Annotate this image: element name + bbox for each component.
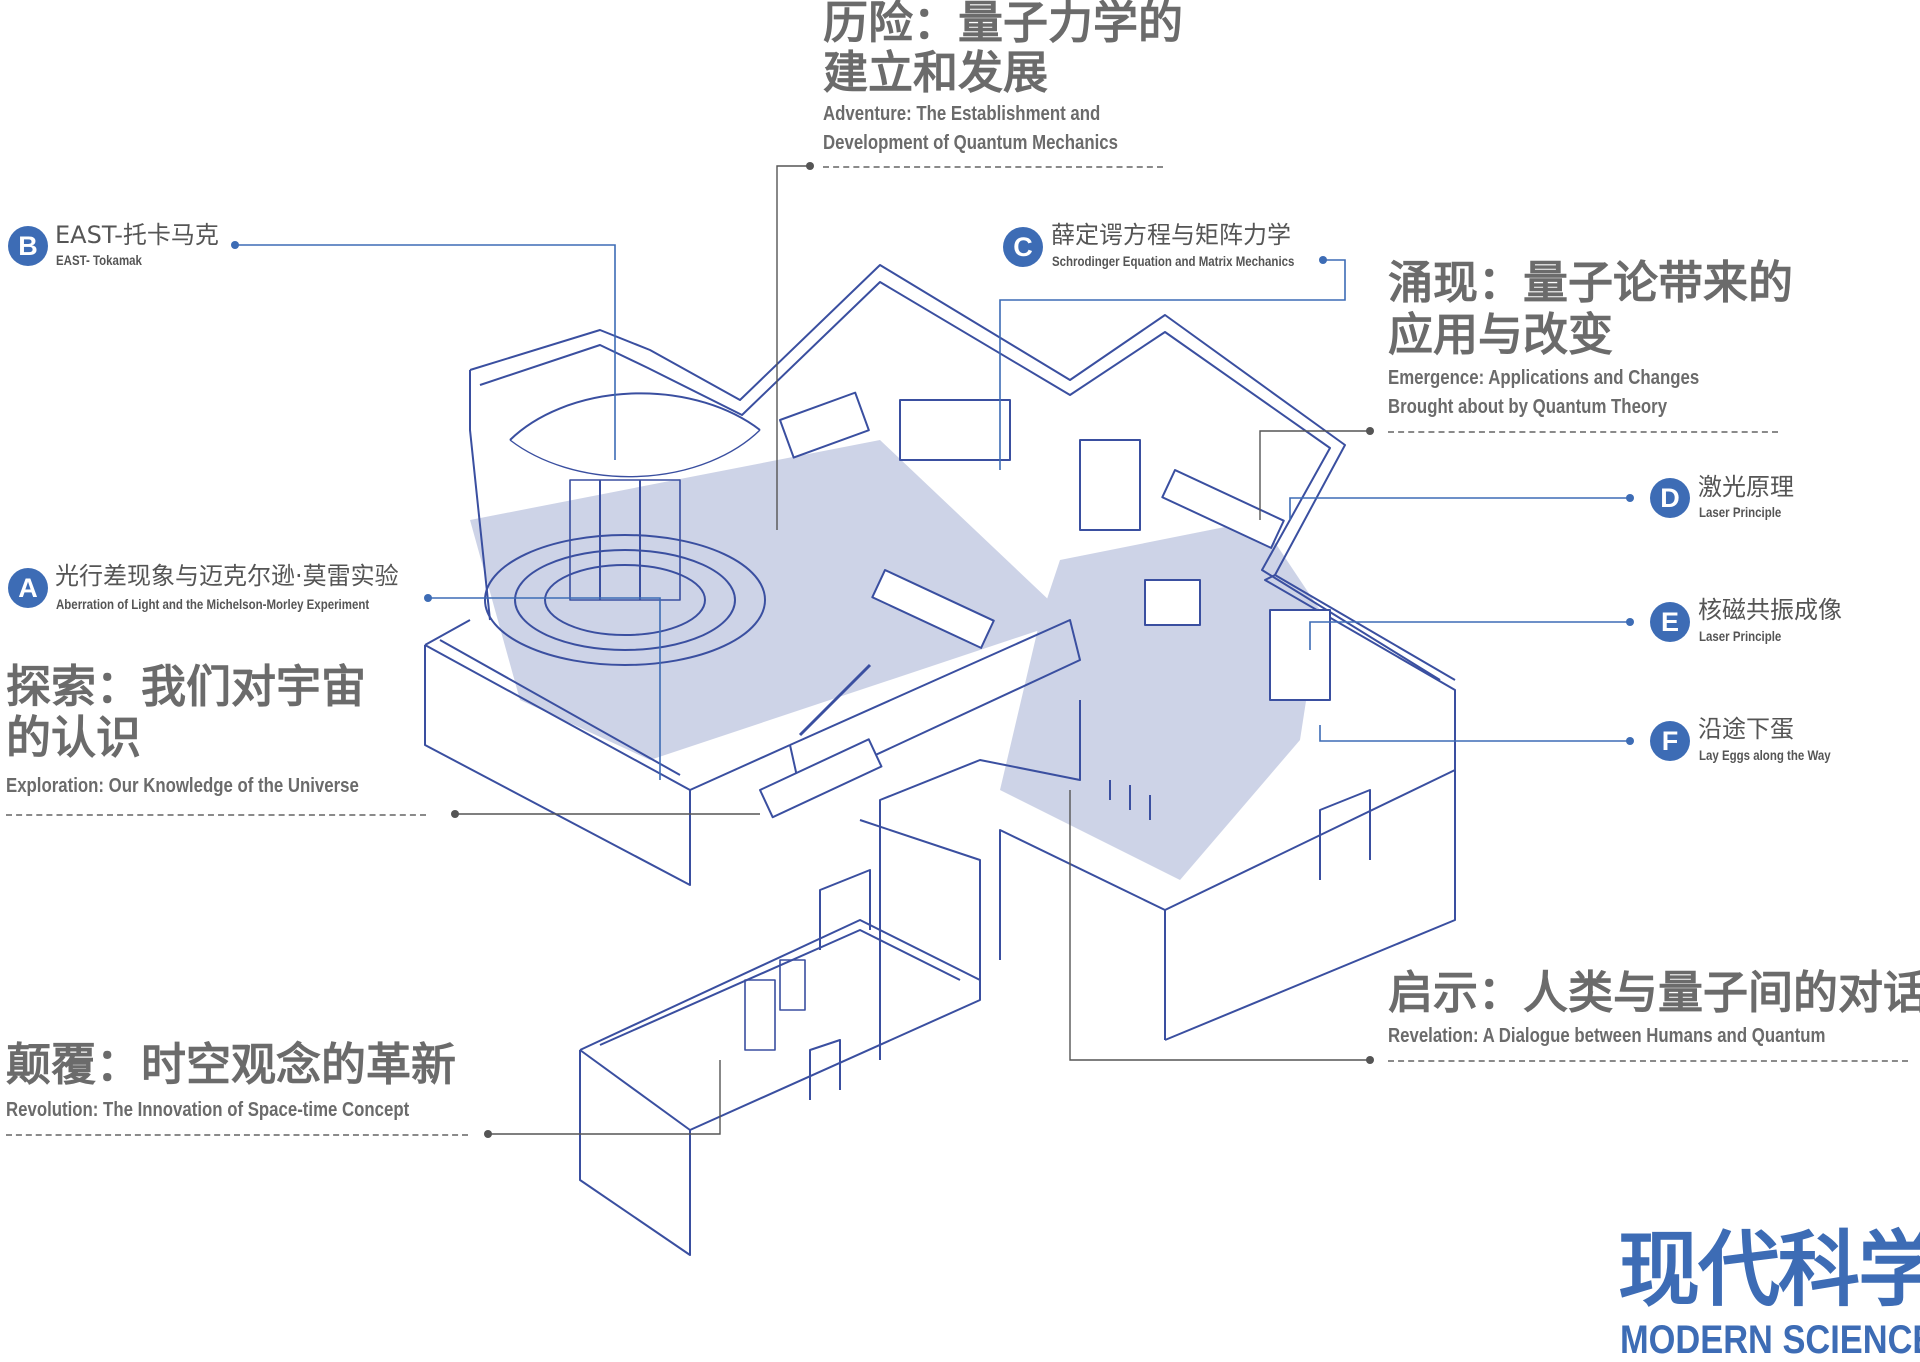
exhibit-d-badge: D (1650, 478, 1690, 518)
exhibit-b-label-en: EAST- Tokamak (56, 252, 142, 268)
leader-A (428, 597, 661, 780)
zone-emergence-title-en-2: Brought about by Quantum Theory (1388, 396, 1668, 418)
exhibit-b-label-zh: EAST-托卡马克 (55, 221, 219, 249)
leader-revelation (1069, 790, 1370, 1061)
exhibit-e-label-zh: 核磁共振成像 (1698, 596, 1842, 624)
front-left-wall (424, 645, 691, 886)
leader-F (1319, 725, 1630, 742)
floor-left-room (470, 440, 1070, 760)
zone-exploration-title-zh-1: 探索：我们对宇宙 (6, 660, 367, 713)
exhibit-e-badge: E (1650, 602, 1690, 642)
zone-emergence-divider (1388, 431, 1778, 433)
leader-D (1289, 497, 1630, 520)
zone-emergence-title-zh-1: 涌现：量子论带来的 (1388, 256, 1794, 309)
zone-revolution-title-zh-1: 颠覆：时空观念的革新 (6, 1038, 457, 1091)
lower-corridor (579, 819, 981, 1256)
exhibit-c-badge: C (1003, 227, 1043, 267)
exhibit-c-label-en: Schrodinger Equation and Matrix Mechanic… (1052, 253, 1295, 269)
leader-emergence (1259, 430, 1370, 520)
exhibit-a-label-en: Aberration of Light and the Michelson-Mo… (56, 596, 370, 612)
exhibit-a-label-zh: 光行差现象与迈克尔逊·莫雷实验 (55, 562, 399, 590)
leader-C (999, 259, 1346, 470)
zone-revelation-title-zh-1: 启示：人类与量子间的对话 (1388, 966, 1920, 1019)
exhibit-f-badge: F (1650, 721, 1690, 761)
zone-adventure-title-en-1: Adventure: The Establishment and (823, 103, 1101, 125)
zone-revelation-title-en-1: Revelation: A Dialogue between Humans an… (1388, 1025, 1826, 1047)
zone-emergence-title-en-1: Emergence: Applications and Changes (1388, 367, 1700, 389)
logo-title-zh: 现代科学 (1618, 1223, 1920, 1318)
exhibit-c-label-zh: 薛定谔方程与矩阵力学 (1051, 221, 1291, 249)
exhibit-e-label-en: Laser Principle (1699, 628, 1782, 644)
zone-exploration-divider (6, 814, 426, 816)
leader-revolution (488, 1060, 721, 1135)
outer-wall-top (469, 264, 1456, 681)
exhibit-d-label-en: Laser Principle (1699, 504, 1782, 520)
zone-adventure-title-zh-2: 建立和发展 (823, 46, 1049, 99)
zone-adventure-divider (823, 166, 1163, 168)
zone-emergence-title-zh-2: 应用与改变 (1388, 308, 1614, 361)
zone-revolution-title-en-1: Revolution: The Innovation of Space-time… (6, 1099, 410, 1121)
leader-B (235, 244, 616, 460)
tokamak-ring (484, 534, 766, 666)
zone-revolution-divider (6, 1134, 468, 1136)
logo-title-en: MODERN SCIENCE (1620, 1318, 1920, 1362)
zone-adventure-title-zh-1: 历险：量子力学的 (823, 0, 1184, 49)
zone-adventure-title-en-2: Development of Quantum Mechanics (823, 132, 1118, 154)
rotunda-wall (469, 370, 491, 621)
exhibit-f-label-zh: 沿途下蛋 (1698, 715, 1794, 743)
zone-exploration-title-zh-2: 的认识 (6, 711, 142, 764)
exhibit-d-label-zh: 激光原理 (1698, 473, 1794, 501)
floor-right-room (1000, 520, 1320, 880)
exhibit-a-badge: A (8, 568, 48, 608)
exhibit-b-badge: B (8, 226, 48, 266)
zone-revelation-divider (1388, 1060, 1908, 1062)
leader-E (1309, 621, 1630, 650)
zone-exploration-title-en-1: Exploration: Our Knowledge of the Univer… (6, 775, 359, 797)
leader-adventure (776, 165, 810, 530)
exhibit-f-label-en: Lay Eggs along the Way (1699, 747, 1831, 763)
